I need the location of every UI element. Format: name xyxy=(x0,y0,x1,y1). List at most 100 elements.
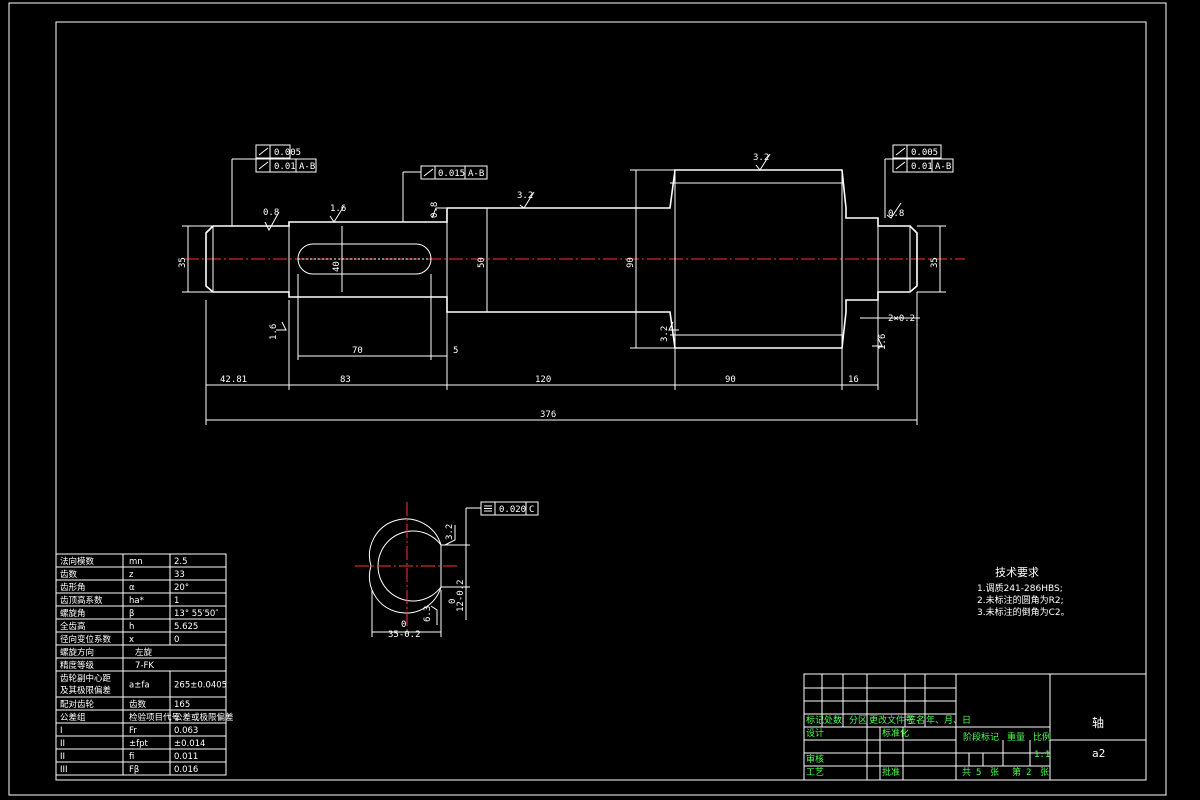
tb-label-zone: 分区 xyxy=(849,715,867,726)
gear-table-name: 齿形角 xyxy=(60,582,86,593)
tb-label-standard: 标准化 xyxy=(882,727,909,739)
gear-table-symbol: β xyxy=(129,609,134,619)
tb-label-sign: 签名 xyxy=(907,714,925,726)
svg-text:0.005: 0.005 xyxy=(274,148,301,158)
svg-text:0.015: 0.015 xyxy=(438,169,465,179)
gear-table-symbol: x xyxy=(129,635,134,645)
gear-table-name: 法向模数 xyxy=(60,556,95,567)
svg-text:3.2: 3.2 xyxy=(517,191,533,201)
svg-text:A-B: A-B xyxy=(299,162,315,172)
gear-table-symbol: 检验项目代号 xyxy=(129,712,180,723)
dim-l3: 120 xyxy=(535,375,551,385)
dim-sec-zero: 0 xyxy=(401,620,406,630)
svg-text:1.6: 1.6 xyxy=(330,204,346,214)
gear-table-value: 0.063 xyxy=(174,726,198,736)
gear-table-value: 2.5 xyxy=(174,557,188,567)
dim-d-gear: 90 xyxy=(626,257,636,268)
gear-table-value: 7-FK xyxy=(135,661,154,671)
gear-table-name: 螺旋方向 xyxy=(60,647,94,658)
gear-table-row xyxy=(55,748,227,763)
svg-text:0.8: 0.8 xyxy=(888,209,904,219)
tb-label-total: 共 xyxy=(962,767,971,778)
svg-text:3.2: 3.2 xyxy=(445,524,455,540)
svg-text:0.01: 0.01 xyxy=(911,162,933,172)
gear-table-value: 33 xyxy=(174,570,185,580)
gear-table-value: ±0.014 xyxy=(174,739,205,749)
svg-text:3.2: 3.2 xyxy=(753,153,769,163)
section-profile xyxy=(377,530,442,602)
svg-text:0.01: 0.01 xyxy=(274,162,296,172)
gear-table-value: 左旋 xyxy=(135,647,153,658)
dim-sec-key: 12-0.2 xyxy=(456,579,466,612)
title-block: 标记 处数 分区 更改文件号 签名 年、月、日 设计 标准化 阶段标记 重量 比… xyxy=(803,673,1147,781)
tech-req-2: 2.未标注的圆角为R2; xyxy=(977,594,1064,606)
dim-sec-w: 35-0.2 xyxy=(388,630,421,640)
tol-frame-right: 0.005 0.01 A-B xyxy=(884,144,954,218)
gear-table-name: 配对齿轮 xyxy=(60,699,95,710)
gear-table-name: 径向变位系数 xyxy=(60,634,112,645)
dim-chamfer: 2×0.2 xyxy=(888,314,915,324)
svg-text:A-B: A-B xyxy=(935,162,951,172)
gear-table-name: 公差组 xyxy=(60,712,86,723)
svg-text:C: C xyxy=(529,505,534,515)
tb-label-process: 工艺 xyxy=(806,767,824,778)
tb-label-stage: 阶段标记 xyxy=(963,731,999,743)
gear-table-name: 全齿高 xyxy=(60,621,86,632)
tb-label-design: 设计 xyxy=(806,727,824,739)
dim-d-mid: 50 xyxy=(477,257,487,268)
gear-table-value: 0.011 xyxy=(174,752,198,762)
tb-label-ratio: 比例 xyxy=(1033,731,1051,743)
tb-label-change-doc: 更改文件号 xyxy=(869,714,914,726)
gear-table-value: 165 xyxy=(174,700,190,710)
svg-text:1.6: 1.6 xyxy=(878,334,888,350)
svg-text:0.020: 0.020 xyxy=(499,505,526,515)
tb-total-n: 5 xyxy=(976,768,981,778)
tol-frame-left: 0.005 0.01 A-B xyxy=(231,144,317,226)
svg-text:0.8: 0.8 xyxy=(430,202,440,218)
dim-l5: 16 xyxy=(848,375,859,385)
tb-scale: 1:1 xyxy=(1034,750,1050,760)
tb-label-date: 年、月、日 xyxy=(926,714,971,726)
gear-table-name: 螺旋角 xyxy=(60,608,86,619)
gear-table-value: 公差或极限偏差 xyxy=(174,712,234,723)
gear-table-name: 齿顶高系数 xyxy=(60,595,103,606)
dim-shoulder: 5 xyxy=(453,346,458,356)
tb-label-count: 处数 xyxy=(824,714,842,726)
tb-label-weight: 重量 xyxy=(1007,731,1025,743)
dim-sec-zero2: 0 xyxy=(448,599,458,604)
gear-table-symbol: mn xyxy=(129,557,143,567)
gear-table-symbol: α xyxy=(129,583,135,593)
dim-l1: 42.81 xyxy=(220,375,247,385)
tb-label-sheet-no: 第 xyxy=(1012,766,1021,778)
dim-l4: 90 xyxy=(725,375,736,385)
gear-table-value: 0.016 xyxy=(174,765,198,775)
svg-text:0.005: 0.005 xyxy=(911,148,938,158)
tech-req-3: 3.未标注的倒角为C2。 xyxy=(977,606,1070,618)
gear-table-value: 265±0.0405 xyxy=(174,681,227,691)
tech-requirements: 技术要求 1.调质241-286HBS; 2.未标注的圆角为R2; 3.未标注的… xyxy=(977,566,1070,618)
svg-text:6.3: 6.3 xyxy=(423,606,433,622)
svg-text:0.8: 0.8 xyxy=(263,208,279,218)
gear-table-name: I xyxy=(60,726,63,736)
gear-table-name: 齿数 xyxy=(60,569,78,580)
gear-table-symbol: ha* xyxy=(129,596,144,606)
gear-table-symbol: Fr xyxy=(129,726,137,736)
svg-text:3.2: 3.2 xyxy=(660,326,670,342)
gear-table-value: 5.625 xyxy=(174,622,198,632)
gear-table-row xyxy=(55,761,227,776)
tech-req-1: 1.调质241-286HBS; xyxy=(977,582,1063,594)
inner-border xyxy=(55,21,1147,781)
gear-table-value: 20° xyxy=(174,583,189,593)
tb-sheet-n: 2 xyxy=(1026,768,1031,778)
gear-table-symbol: z xyxy=(129,570,134,580)
roughness-marks: 0.8 1.6 0.8 3.2 3.2 0.8 1.6 3.2 1.6 xyxy=(263,153,904,350)
gear-table-value: 1 xyxy=(174,596,179,606)
tb-label-sheets: 张 xyxy=(990,767,999,778)
sym-tol-frame xyxy=(480,501,539,516)
tb-label-mark: 标记 xyxy=(806,714,824,726)
gear-table-name: 精度等级 xyxy=(60,660,95,671)
gear-table-row xyxy=(55,566,227,581)
gear-table-symbol: a±fa xyxy=(129,681,150,691)
svg-text:A-B: A-B xyxy=(468,169,484,179)
